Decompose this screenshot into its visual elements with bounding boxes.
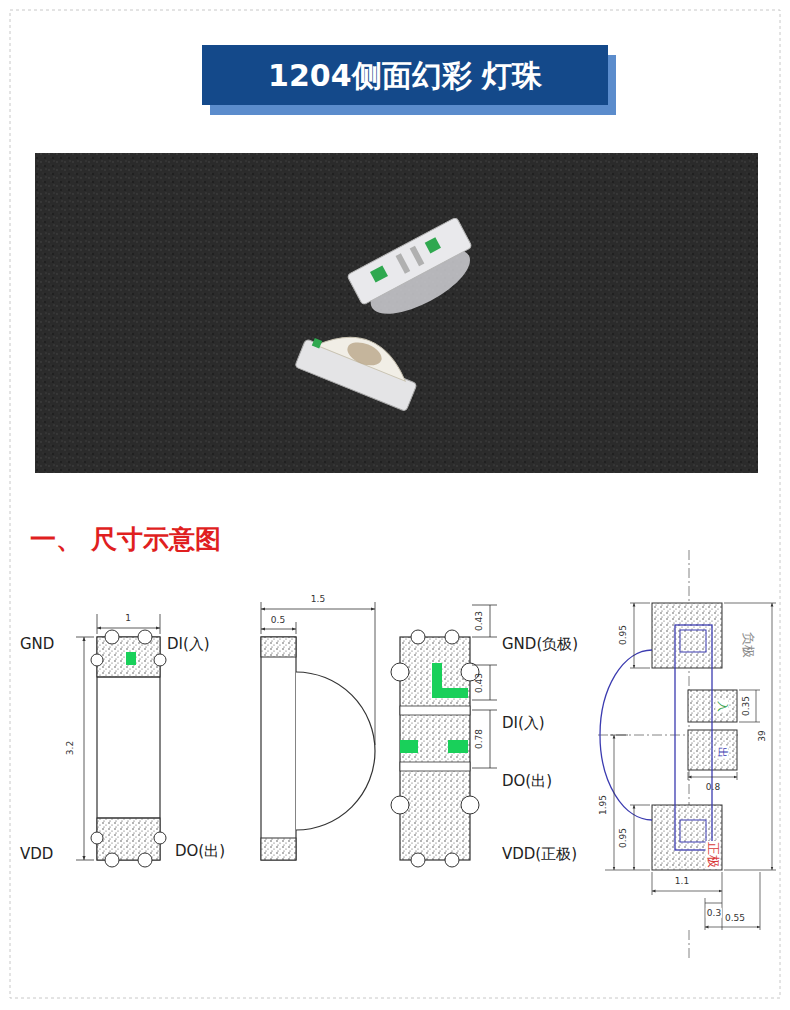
pad-note: 负极 xyxy=(741,631,756,659)
pin-name: DI(入) xyxy=(502,715,545,732)
led-photo xyxy=(347,217,486,330)
dimension: 1.95 xyxy=(598,795,608,815)
pin-name: GND(负极) xyxy=(502,636,578,653)
dimension: 0.95 xyxy=(618,828,628,848)
dimension: 0.8 xyxy=(706,782,720,792)
pad-note: 入 xyxy=(716,700,729,713)
dimension: 0.5 xyxy=(271,615,285,625)
product-photo xyxy=(35,153,758,473)
page-border xyxy=(10,10,780,998)
dimension: 0.55 xyxy=(724,913,746,923)
top-view xyxy=(76,614,166,867)
dimension: 0.43 xyxy=(474,673,484,693)
side-view xyxy=(261,602,375,860)
pad-note: 正极 xyxy=(706,841,721,869)
led-photo xyxy=(295,318,426,411)
pin-name: VDD xyxy=(20,846,53,863)
dimension: 0.3 xyxy=(706,908,722,918)
dimension: 1.1 xyxy=(675,876,689,886)
pin-name: DO(出) xyxy=(502,773,552,790)
dimension: 0.35 xyxy=(741,696,751,716)
section-heading: 一、 尺寸示意图 xyxy=(30,525,221,555)
pin-name: DI(入) xyxy=(167,636,210,653)
bottom-view xyxy=(391,605,497,867)
dimension: 0.78 xyxy=(474,729,484,749)
pin-name: DO(出) xyxy=(175,843,225,860)
pin-name: VDD(正极) xyxy=(502,846,577,863)
title-text: 1204侧面幻彩 灯珠 xyxy=(268,59,542,92)
dimension: 3.2 xyxy=(65,741,75,755)
dimension: 0.43 xyxy=(474,611,484,631)
pin-name: GND xyxy=(20,636,54,653)
pad-note: 出 xyxy=(716,746,729,759)
dimension: 39 xyxy=(757,729,767,742)
dimension: 1 xyxy=(125,613,131,623)
dimension: 0.95 xyxy=(618,625,628,645)
title-banner xyxy=(202,45,608,105)
dimension: 1.5 xyxy=(310,594,326,604)
footprint-view xyxy=(598,550,776,958)
